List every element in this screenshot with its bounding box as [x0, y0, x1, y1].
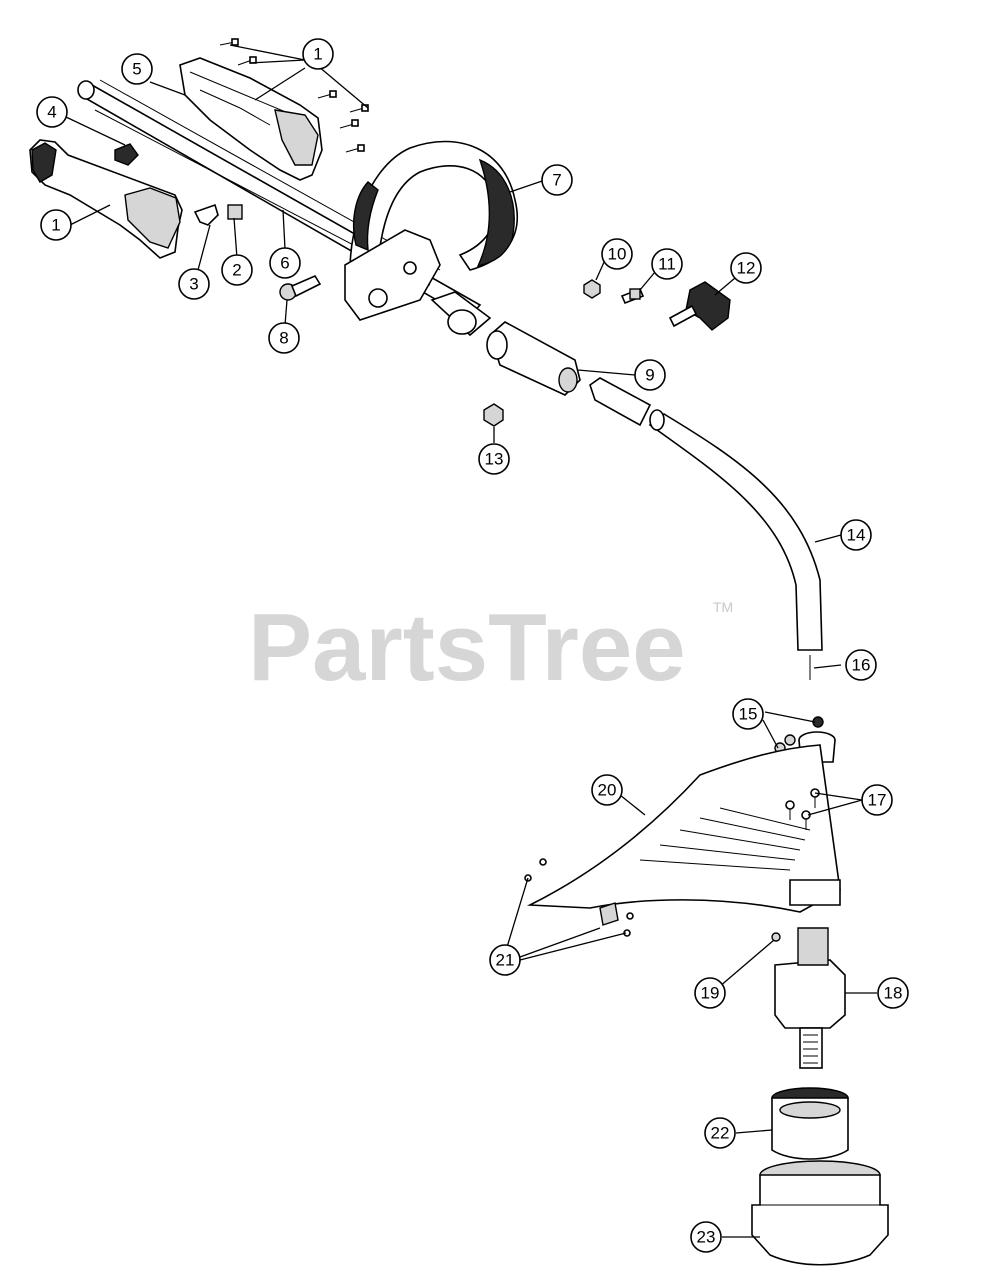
callout-3: 3 [178, 268, 210, 300]
callout-14: 14 [840, 519, 872, 551]
callout-11-label: 11 [658, 255, 676, 274]
housing-half-left [29, 139, 183, 259]
callout-17: 17 [861, 784, 893, 816]
callout-23: 23 [690, 1221, 722, 1253]
callout-23-label: 23 [697, 1228, 716, 1247]
shaft-coupler [486, 321, 652, 427]
callout-21: 21 [489, 944, 521, 976]
callout-11: 11 [651, 248, 683, 280]
callout-15: 15 [732, 698, 764, 730]
callout-20: 20 [591, 774, 623, 806]
callout-6-label: 6 [280, 254, 289, 273]
switch-clip [227, 204, 243, 220]
callout-1b: 1 [40, 209, 72, 241]
spool-adapter [771, 1087, 849, 1160]
line-cutter [524, 858, 634, 937]
callout-16: 16 [845, 649, 877, 681]
callout-10: 10 [601, 238, 633, 270]
callout-13: 13 [478, 443, 510, 475]
callout-1b-label: 1 [51, 216, 60, 235]
throttle-pin [279, 274, 322, 301]
callout-3-label: 3 [189, 275, 198, 294]
callout-20-label: 20 [598, 781, 617, 800]
watermark-trademark: TM [713, 599, 733, 615]
callout-12: 12 [730, 252, 762, 284]
screw-19 [771, 932, 781, 942]
callout-9: 9 [634, 359, 666, 391]
housing-half-right [179, 57, 323, 181]
callout-15-label: 15 [739, 705, 758, 724]
callout-7: 7 [541, 164, 573, 196]
gear-head [774, 927, 846, 1069]
callout-4-label: 4 [47, 103, 56, 122]
callout-1a: 1 [302, 38, 334, 70]
callout-5-label: 5 [132, 60, 141, 79]
callout-17-label: 17 [868, 791, 887, 810]
callout-19-label: 19 [701, 984, 720, 1003]
callout-8: 8 [268, 322, 300, 354]
callout-4: 4 [36, 96, 68, 128]
callout-18-label: 18 [884, 984, 903, 1003]
nut-10 [583, 279, 601, 299]
watermark-text: PartsTree [248, 594, 686, 701]
lower-shaft [648, 409, 823, 651]
callout-2: 2 [221, 254, 253, 286]
callout-12-label: 12 [737, 259, 756, 278]
callout-6: 6 [269, 247, 301, 279]
loop-handle [344, 140, 518, 321]
callout-10-label: 10 [608, 245, 627, 264]
callout-22-label: 22 [711, 1124, 730, 1143]
callout-1a-label: 1 [313, 45, 322, 64]
callout-19: 19 [694, 977, 726, 1009]
callout-16-label: 16 [852, 656, 871, 675]
switch-trigger [193, 203, 219, 226]
bolt-11 [620, 287, 645, 305]
grass-guard [526, 744, 841, 913]
callout-14-label: 14 [847, 526, 866, 545]
callout-5: 5 [121, 53, 153, 85]
callout-2-label: 2 [232, 261, 241, 280]
callout-9-label: 9 [645, 366, 654, 385]
nut-13 [483, 403, 504, 427]
callout-22: 22 [704, 1117, 736, 1149]
knob-12 [668, 281, 731, 331]
callout-7-label: 7 [552, 171, 561, 190]
callout-21-label: 21 [496, 951, 515, 970]
trimmer-head [751, 1160, 889, 1266]
lockout-button [114, 143, 139, 166]
callout-18: 18 [877, 977, 909, 1009]
callout-13-label: 13 [485, 450, 504, 469]
callout-8-label: 8 [279, 329, 288, 348]
